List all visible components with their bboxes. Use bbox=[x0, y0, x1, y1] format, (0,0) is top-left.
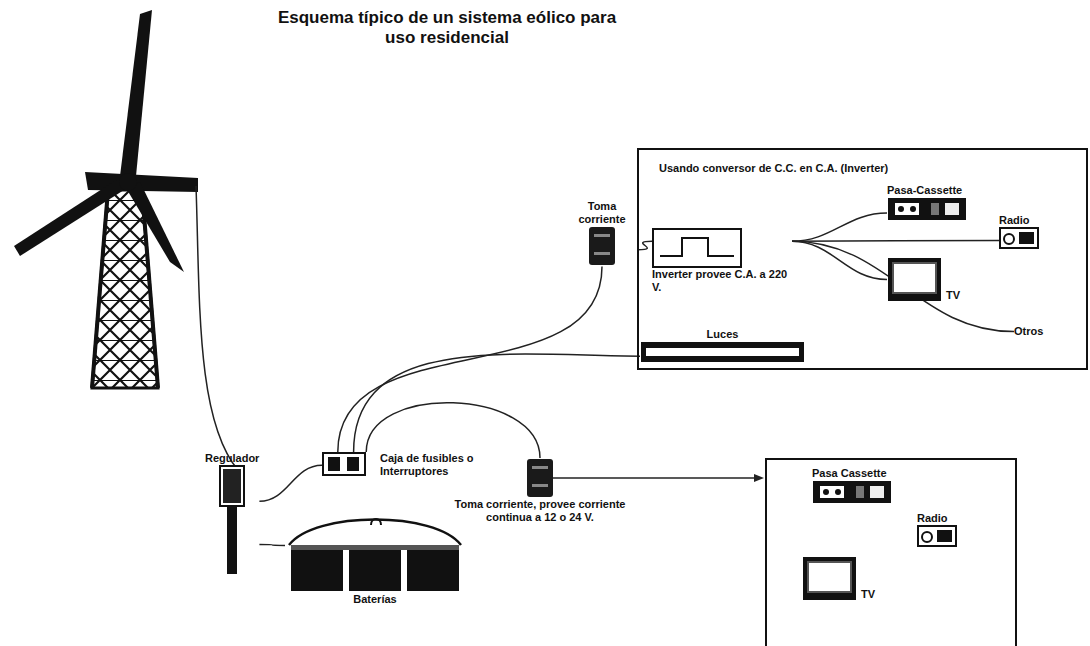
device-node: Radio bbox=[917, 512, 957, 547]
power-outlet-icon bbox=[588, 226, 616, 266]
radio-icon bbox=[999, 227, 1039, 249]
node-label: Inverter provee C.A. a 220 V. bbox=[652, 268, 792, 294]
inverter-panel: Usando conversor de C.C. en C.A. (Invert… bbox=[637, 148, 1088, 370]
node-label: Pasa Cassette bbox=[812, 467, 887, 480]
node-label: Otros bbox=[1014, 325, 1043, 338]
battery-node: Baterías bbox=[285, 505, 465, 606]
turbine-wire bbox=[196, 186, 238, 470]
inverter-node: Inverter provee C.A. a 220 V. bbox=[652, 228, 792, 294]
wire-connector bbox=[792, 241, 887, 279]
fuse-box-icon bbox=[322, 452, 366, 476]
wire-connector bbox=[638, 241, 652, 250]
cassette-player-icon bbox=[812, 480, 892, 504]
node-label: Regulador bbox=[205, 452, 259, 465]
node-label: Baterías bbox=[353, 593, 396, 606]
device-node: TV bbox=[802, 556, 875, 601]
outlet-node: Toma corriente, provee corriente continu… bbox=[440, 458, 640, 524]
light-node: Luces bbox=[640, 328, 805, 363]
device-node: TV bbox=[887, 257, 960, 302]
device-node: Pasa Cassette bbox=[812, 467, 892, 504]
node-label: Toma corriente, provee corriente continu… bbox=[440, 498, 640, 524]
node-label: Caja de fusibles o Interruptores bbox=[380, 452, 480, 478]
node-label: TV bbox=[946, 289, 960, 302]
wire-connector bbox=[259, 465, 322, 501]
cassette-player-icon bbox=[887, 197, 967, 221]
regulator-node: Regulador bbox=[205, 452, 259, 575]
wire-connector bbox=[792, 241, 1014, 331]
node-label: Radio bbox=[917, 512, 948, 525]
dc-devices-box bbox=[766, 459, 1016, 646]
wind-turbine bbox=[14, 10, 198, 388]
diagram-title: Esquema típico de un sistema eólico para… bbox=[272, 8, 622, 49]
dc-supply-arrow bbox=[552, 474, 764, 482]
node-label: Toma corriente bbox=[566, 200, 638, 226]
radio-icon bbox=[917, 525, 957, 547]
node-label: Luces bbox=[707, 328, 739, 341]
device-node: Radio bbox=[999, 214, 1039, 249]
fuse-box-node: Caja de fusibles o Interruptores bbox=[322, 452, 480, 478]
node-label: TV bbox=[861, 588, 875, 601]
wire-connector bbox=[792, 240, 999, 242]
node-label: Radio bbox=[999, 214, 1030, 227]
outlet-node: Toma corriente bbox=[566, 200, 638, 266]
wire-connector bbox=[259, 544, 285, 545]
fluorescent-light-icon bbox=[640, 341, 805, 363]
wire-connector bbox=[792, 213, 887, 241]
device-node: Pasa-Cassette bbox=[887, 184, 967, 221]
wire-connector bbox=[354, 354, 640, 452]
television-icon bbox=[802, 556, 857, 601]
wire-connector bbox=[366, 403, 540, 458]
television-icon bbox=[887, 257, 942, 302]
regulator-icon bbox=[219, 465, 245, 575]
node-label: Usando conversor de C.C. en C.A. (Invert… bbox=[659, 162, 888, 175]
node-label: Pasa-Cassette bbox=[887, 184, 962, 197]
power-outlet-icon bbox=[526, 458, 554, 498]
battery-bank-icon bbox=[285, 505, 465, 593]
inverter-icon bbox=[652, 228, 742, 268]
device-node: Otros bbox=[1014, 325, 1043, 338]
